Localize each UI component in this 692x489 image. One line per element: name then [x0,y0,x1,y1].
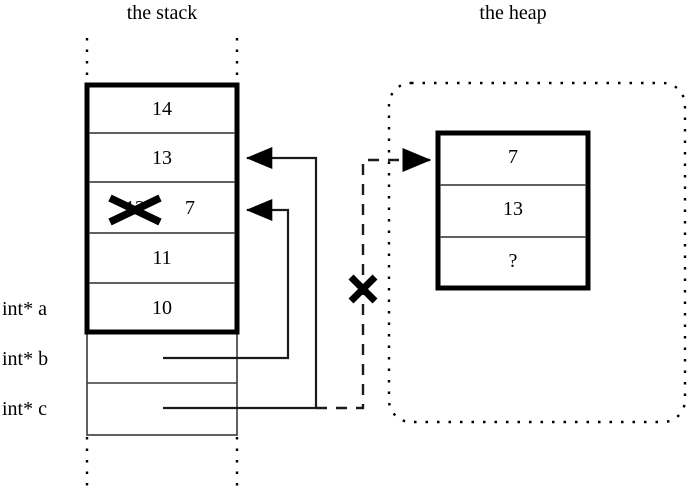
stack-cell-value-2-old: 12 [125,197,145,219]
heap-title: the heap [479,2,547,24]
variable-label-b: int* b [2,348,49,370]
stack-pointer-cells [86,331,238,436]
stack-dotted-top [85,38,239,84]
heap-cell-value-1: 13 [503,198,523,220]
heap-block [435,130,591,291]
stack-dotted-bottom [85,437,239,487]
stack-cell-value-2-new: 7 [185,197,195,219]
stack-cell-value-4: 10 [152,297,172,319]
heap-cell-value-2: ? [508,250,518,272]
invalid-pointer-x-icon [348,274,378,304]
pointer-a-arrow [163,147,318,410]
crossed-out-value-x-icon [108,194,162,226]
pointer-b-arrow [163,199,290,360]
stack-cell-value-0: 14 [152,98,172,120]
variable-label-c: int* c [2,398,47,420]
pointer-c-dashed-arrow [316,148,432,410]
stack-cell-value-1: 13 [152,147,172,169]
variable-label-a: int* a [2,298,47,320]
stack-cell-value-3: 11 [152,247,172,269]
stack-title: the stack [126,2,198,24]
heap-cell-value-0: 7 [508,146,518,168]
stack-value-block [84,82,240,335]
